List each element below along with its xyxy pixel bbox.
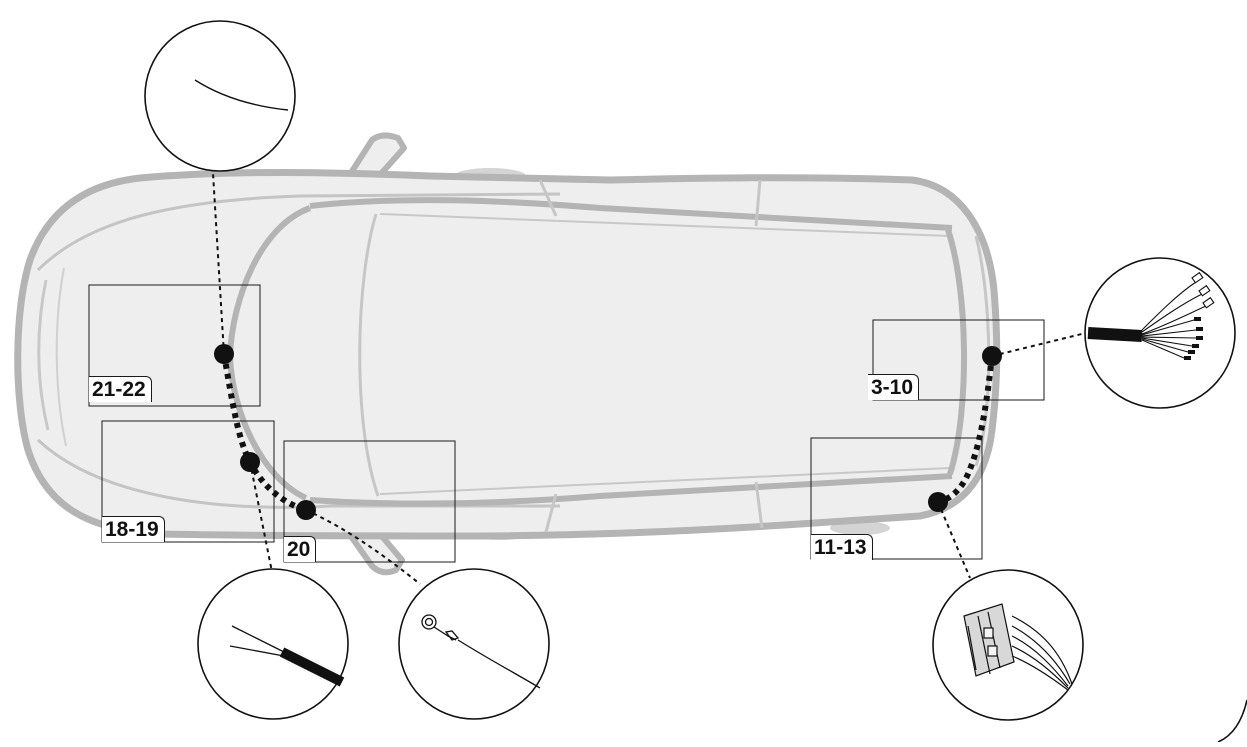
leader-21-22 <box>211 156 225 355</box>
door-seam-4 <box>754 481 764 529</box>
callout-cable-end <box>144 20 296 172</box>
door-seam-1 <box>538 179 558 217</box>
rear-window <box>945 229 967 475</box>
callout-harness <box>1084 257 1236 409</box>
cable-rear <box>937 355 995 505</box>
a-pillar-line <box>358 213 380 497</box>
bumper-inner <box>37 279 50 431</box>
point-20 <box>296 500 316 520</box>
roof-rail-left <box>309 197 953 231</box>
step-box-18-19 <box>101 420 275 543</box>
connection-points <box>214 344 1002 520</box>
car-body <box>14 169 1001 540</box>
roof-rail-right <box>309 473 953 507</box>
single-wire-icon <box>194 79 289 111</box>
bumper-inner-2 <box>55 267 67 447</box>
car-top-view <box>14 132 1001 576</box>
leader-20 <box>305 509 421 585</box>
leader-18-19 <box>249 461 273 573</box>
step-label-21-22: 21-22 <box>89 376 152 402</box>
hood-line-top <box>36 192 561 272</box>
step-label-20: 20 <box>284 536 317 562</box>
leader-11-13 <box>937 501 971 579</box>
step-label-18-19: 18-19 <box>102 516 165 542</box>
callout-connector <box>932 569 1084 721</box>
callout-ring <box>398 568 550 720</box>
step-box-21-22 <box>88 284 261 407</box>
leader-lines <box>211 156 1099 585</box>
step-label-11-13: 11-13 <box>811 534 873 560</box>
point-21-22 <box>214 344 234 364</box>
page-corner-arc <box>1217 699 1247 743</box>
ring-terminal-icon <box>421 614 541 689</box>
leader-3-10 <box>991 329 1099 357</box>
roof-rail-left-thin <box>379 213 951 237</box>
step-box-3-10 <box>872 319 1045 401</box>
point-3-10 <box>982 346 1002 366</box>
wiring-harness-icon <box>1087 271 1215 360</box>
step-label-3-10: 3-10 <box>868 374 920 400</box>
roof-rail-right-thin <box>379 467 951 495</box>
point-11-13 <box>928 492 948 512</box>
multi-pin-connector-icon <box>963 603 1073 691</box>
point-18-19 <box>240 452 260 472</box>
door-seam-3 <box>544 493 558 533</box>
callout-sheathed <box>197 568 349 720</box>
door-seam-2 <box>754 179 762 227</box>
sheathed-cable-icon <box>229 625 345 687</box>
step-box-11-13 <box>810 437 983 560</box>
